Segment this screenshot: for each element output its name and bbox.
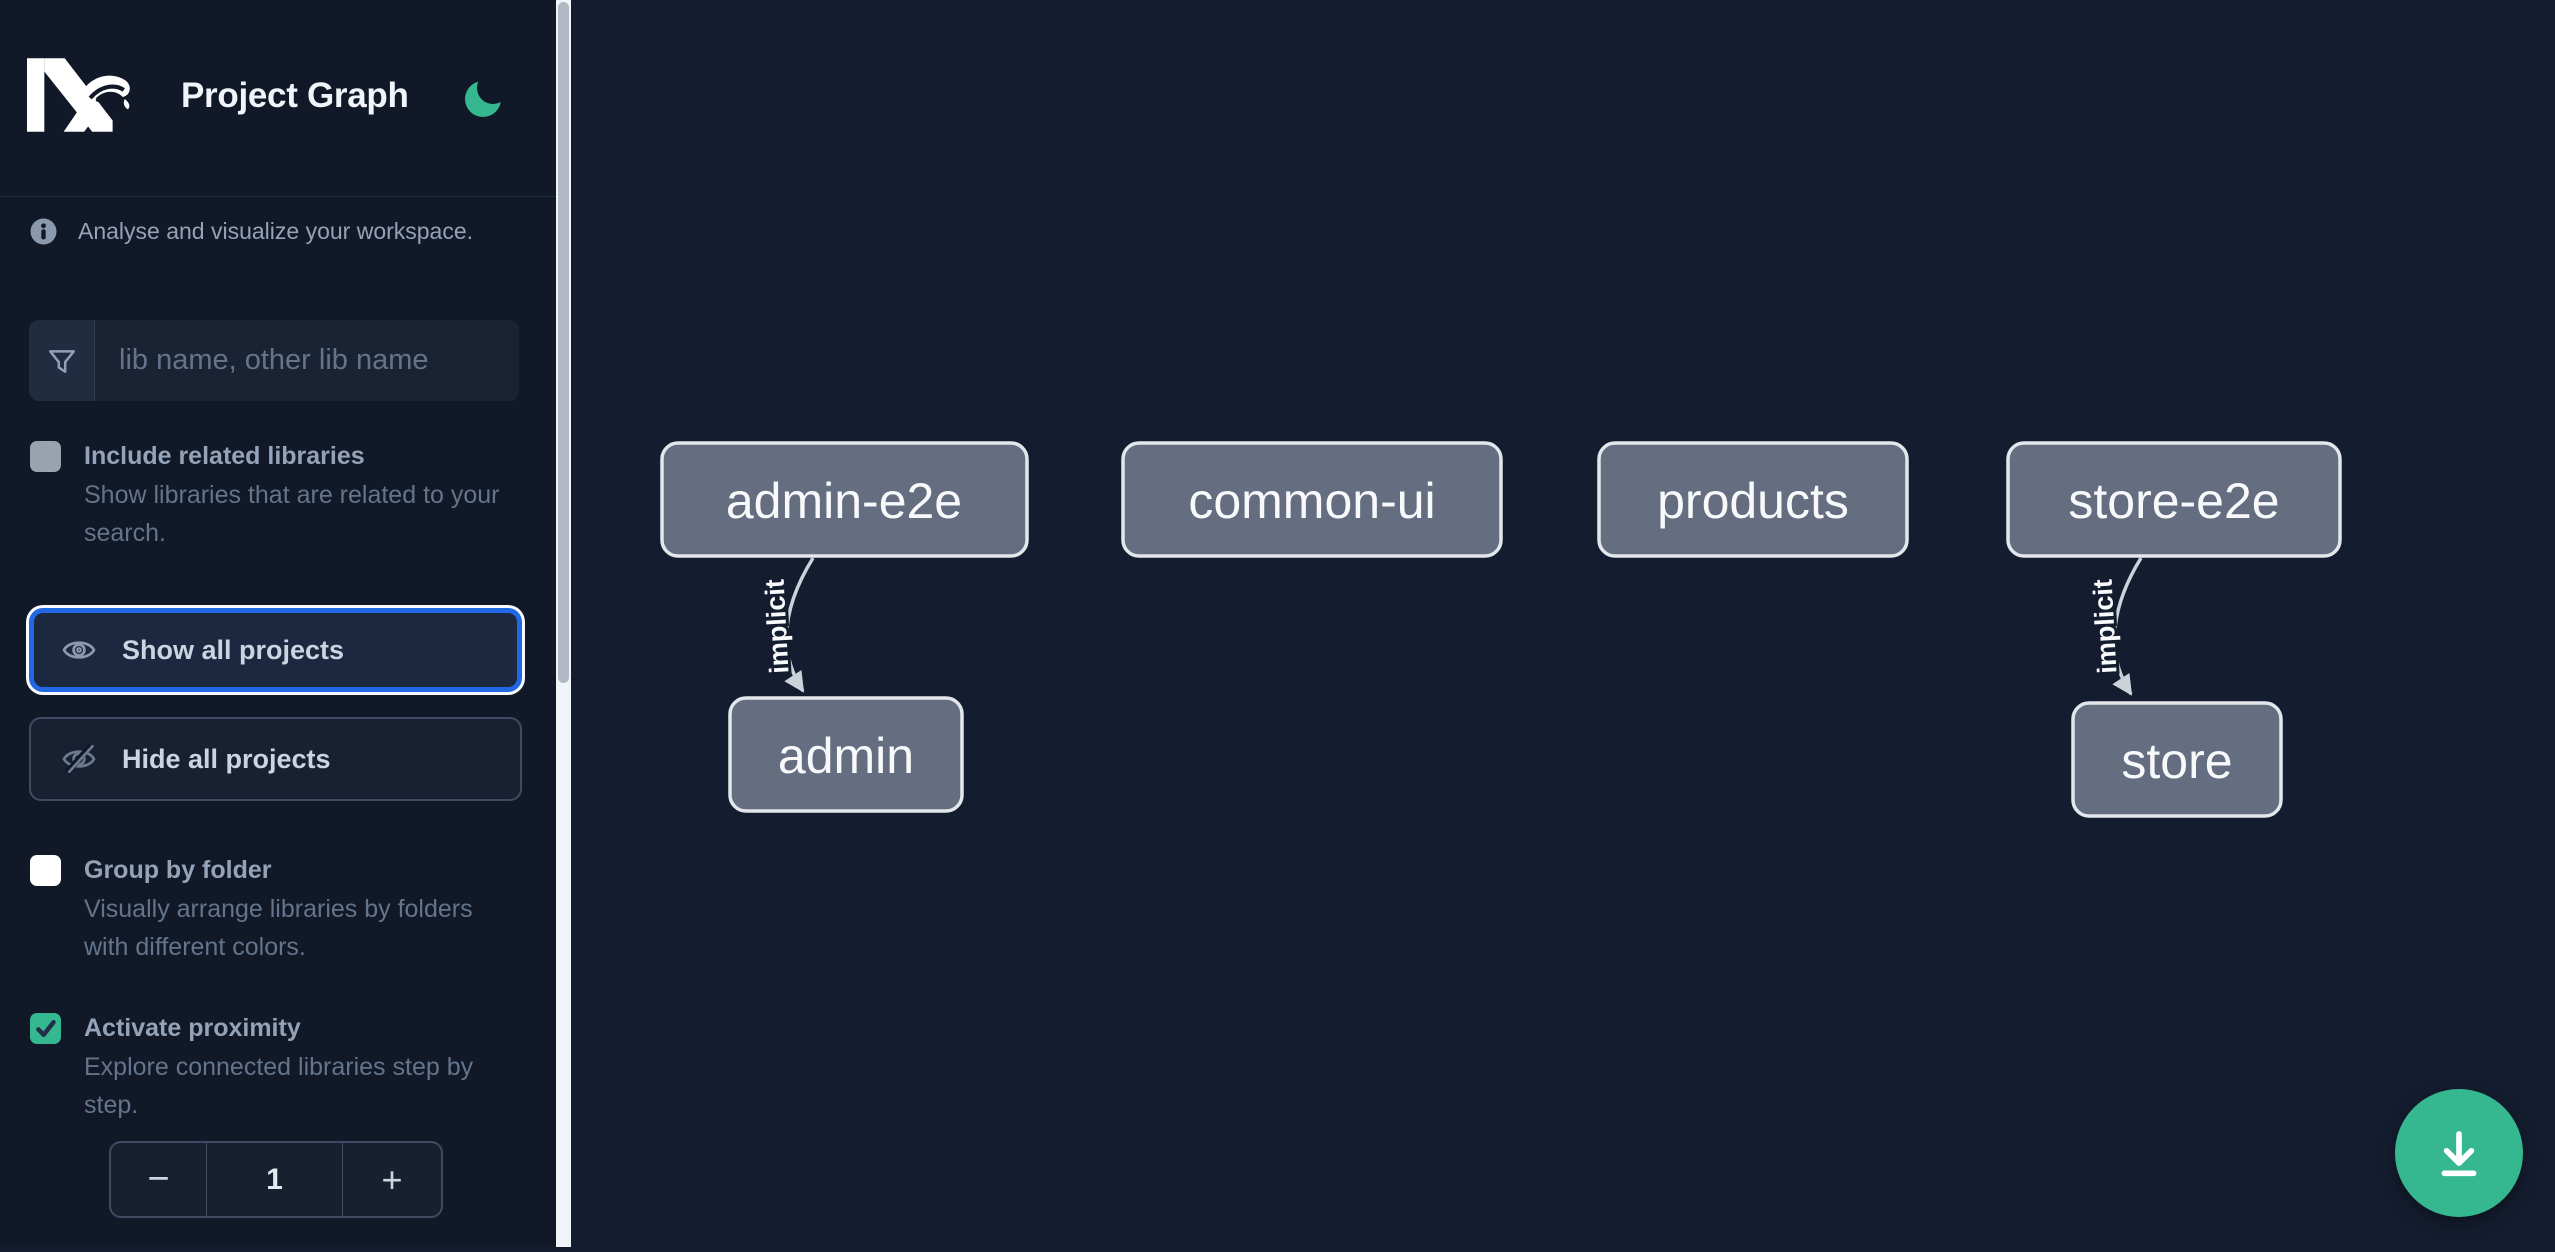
show-all-projects-button[interactable]: Show all projects — [29, 608, 522, 692]
tagline: Analyse and visualize your workspace. — [78, 218, 474, 244]
nx-logo — [27, 58, 130, 132]
download-icon — [2441, 1131, 2477, 1177]
checkbox-activate-proximity[interactable] — [30, 1013, 61, 1044]
sidebar: Project Graph Analyse and visualize your… — [0, 0, 556, 1247]
checkbox-include-related[interactable] — [30, 441, 61, 472]
node-admin[interactable]: admin — [728, 696, 964, 813]
eye-icon — [62, 641, 96, 659]
theme-toggle-button[interactable] — [458, 70, 514, 126]
filter-funnel-icon — [48, 349, 75, 373]
sidebar-scrollbar-track[interactable] — [556, 0, 571, 1247]
node-admin-e2e[interactable]: admin-e2e — [660, 441, 1029, 558]
decrement-button[interactable]: − — [111, 1143, 206, 1216]
search-bar — [29, 320, 519, 401]
eye-off-icon — [62, 743, 96, 775]
option-label: Include related libraries — [84, 442, 365, 470]
option-label: Group by folder — [84, 856, 272, 884]
proximity-depth-value: 1 — [206, 1143, 343, 1216]
option-description: Visually arrange libraries by folders wi… — [84, 895, 473, 961]
increment-button[interactable]: + — [343, 1143, 441, 1216]
hide-all-projects-button[interactable]: Hide all projects — [29, 717, 522, 801]
project-graph-canvas[interactable]: implicit implicit admin-e2e common-ui pr… — [571, 0, 2555, 1247]
edge-label: implicit — [2088, 578, 2123, 674]
option-label: Activate proximity — [84, 1014, 301, 1042]
sidebar-header: Project Graph — [0, 0, 556, 197]
node-common-ui[interactable]: common-ui — [1121, 441, 1503, 558]
edge-store-e2e-store[interactable]: implicit — [2085, 557, 2143, 696]
show-all-projects-label: Show all projects — [122, 634, 345, 665]
graph-svg: implicit implicit admin-e2e common-ui pr… — [660, 441, 2342, 818]
search-input[interactable] — [95, 320, 519, 401]
option-description: Explore connected libraries step by step… — [84, 1053, 474, 1119]
sidebar-scrollbar-thumb[interactable] — [558, 2, 569, 683]
node-store-e2e[interactable]: store-e2e — [2006, 441, 2342, 558]
edge-label: implicit — [760, 578, 795, 674]
option-description: Show libraries that are related to your … — [84, 481, 500, 547]
download-graph-button[interactable] — [2395, 1089, 2523, 1217]
node-products[interactable]: products — [1597, 441, 1909, 558]
tagline-row: Analyse and visualize your workspace. — [30, 218, 473, 245]
info-icon — [30, 218, 57, 245]
option-include-related: Include related libraries Show libraries… — [30, 438, 516, 552]
page-title: Project Graph — [181, 76, 409, 115]
check-mark-icon — [36, 1020, 56, 1037]
moon-icon — [465, 71, 509, 117]
hide-all-projects-label: Hide all projects — [122, 743, 331, 774]
node-store[interactable]: store — [2071, 701, 2283, 818]
edge-admin-e2e-admin[interactable]: implicit — [757, 557, 815, 693]
checkbox-group-by-folder[interactable] — [30, 855, 61, 886]
option-activate-proximity: Activate proximity Explore connected lib… — [30, 1010, 516, 1124]
proximity-depth-stepper: − 1 + — [109, 1141, 443, 1218]
option-group-by-folder: Group by folder Visually arrange librari… — [30, 852, 516, 966]
filter-icon-cell — [29, 320, 95, 401]
